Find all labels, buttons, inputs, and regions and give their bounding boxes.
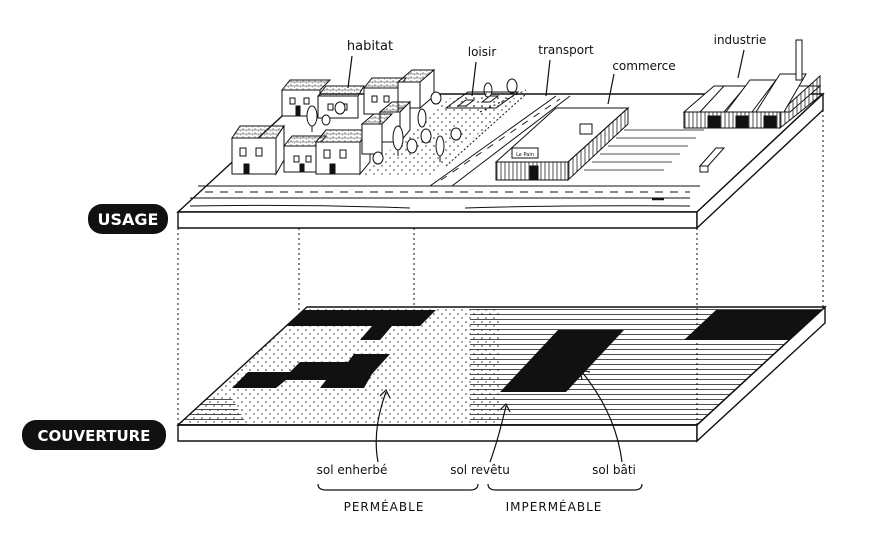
trees bbox=[306, 78, 518, 165]
built-block bbox=[684, 310, 825, 340]
transport-label: transport bbox=[538, 43, 594, 57]
house bbox=[231, 124, 285, 176]
industrie-factory bbox=[682, 39, 822, 130]
cover-annotations bbox=[375, 369, 623, 463]
parking-lot bbox=[584, 129, 704, 171]
house bbox=[362, 77, 408, 115]
usage-annotations: habitat loisir transport commerce indust… bbox=[347, 33, 767, 105]
usage-label: USAGE bbox=[98, 210, 159, 229]
sol-revetu-label: sol revêtu bbox=[450, 463, 510, 477]
couverture-slab-front bbox=[177, 424, 698, 442]
habitat-district bbox=[231, 68, 527, 176]
loisir-label: loisir bbox=[468, 45, 497, 59]
road-network bbox=[189, 95, 700, 209]
group-braces bbox=[317, 483, 643, 491]
shop-sign: Le Pain bbox=[516, 152, 534, 158]
commerce-label: commerce bbox=[612, 59, 675, 73]
habitat-label: habitat bbox=[347, 39, 393, 54]
couverture-label: COUVERTURE bbox=[38, 427, 151, 445]
usage-slab bbox=[176, 92, 825, 230]
built-block bbox=[286, 310, 436, 340]
sol-enherbe-label: sol enherbé bbox=[317, 463, 388, 477]
layer-connectors bbox=[177, 110, 824, 425]
commerce-building: Le Pain bbox=[494, 106, 630, 182]
usage-slab-front bbox=[177, 211, 698, 229]
built-block bbox=[500, 330, 624, 392]
impermeable-label: IMPERMÉABLE bbox=[506, 499, 603, 514]
sol-bati-label: sol bâti bbox=[592, 463, 636, 477]
couverture-slab bbox=[177, 305, 826, 443]
usage-pill: USAGE bbox=[88, 204, 168, 234]
loisir-park bbox=[444, 89, 527, 113]
delivery-truck bbox=[698, 147, 726, 173]
couverture-pill: COUVERTURE bbox=[22, 420, 166, 450]
built-block bbox=[232, 354, 390, 388]
industrie-label: industrie bbox=[714, 33, 767, 47]
permeable-label: PERMÉABLE bbox=[344, 499, 425, 514]
